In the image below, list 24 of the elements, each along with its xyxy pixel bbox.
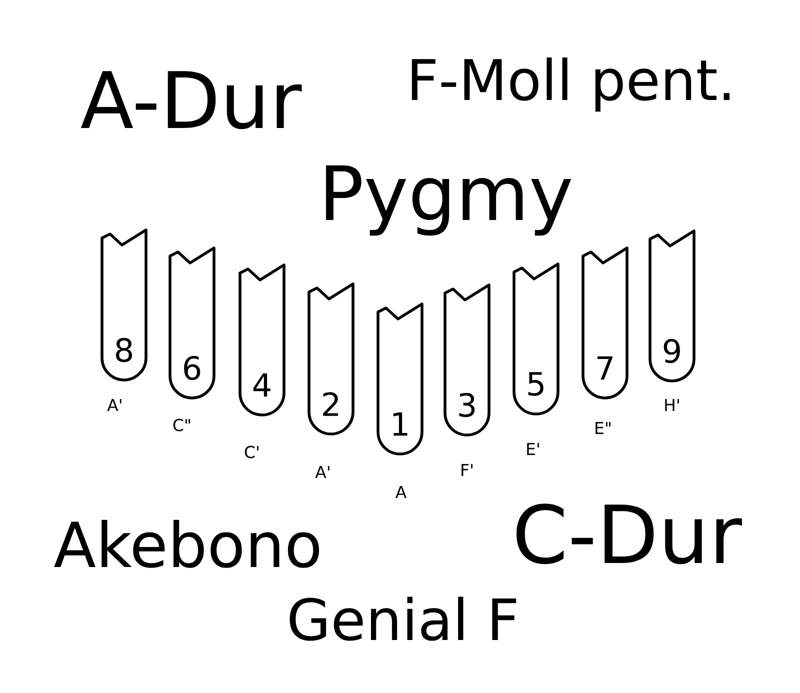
scale-label: C-Dur [516,504,742,564]
scale-label: F-Moll pent. [412,57,730,112]
tine: 5 [512,262,560,416]
tine: 3 [444,284,490,436]
scale-label: Genial F [290,596,516,641]
tine: 8 [100,228,148,382]
note-label: A' [315,466,330,478]
tine: 6 [168,246,216,400]
note-label: H' [665,398,679,411]
tine: 4 [238,264,286,416]
note-label: A' [107,398,122,411]
scale-label: A-Dur [80,71,302,130]
tine: 1 [376,302,424,456]
note-label: C' [244,446,258,458]
tine: 9 [648,230,696,382]
tine: 2 [308,282,354,436]
note-label: C" [173,418,190,432]
note-label: F' [462,464,472,476]
scale-label: Pygmy [326,165,572,236]
note-label: A [395,486,407,498]
scale-label: Akebono [54,520,320,568]
note-label: E" [596,422,610,434]
note-label: E' [527,442,539,455]
tine: 7 [582,246,628,400]
